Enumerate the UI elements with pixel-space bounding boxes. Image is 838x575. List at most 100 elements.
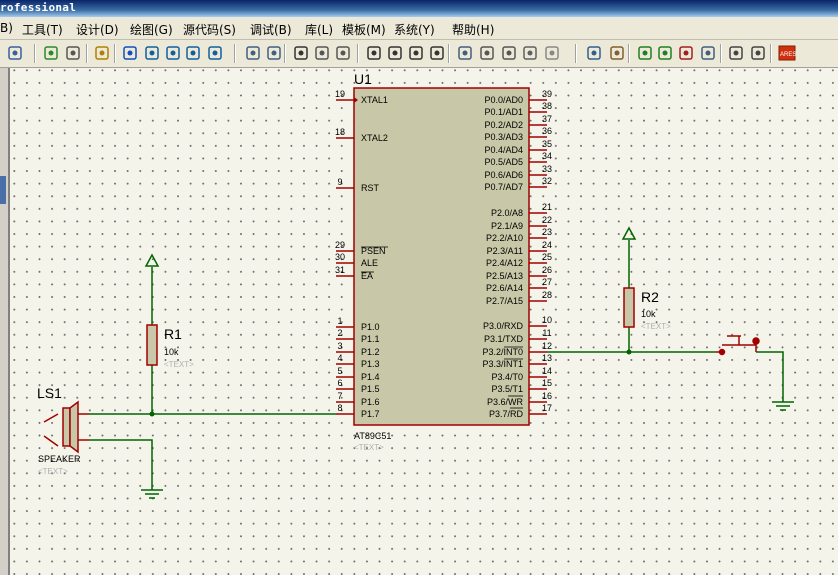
wire-autorouter-icon[interactable] [543, 44, 561, 62]
u1-pin-number: 31 [335, 265, 345, 275]
zoom-in-icon[interactable] [143, 44, 161, 62]
wire-speaker-gnd[interactable] [89, 439, 153, 490]
u1-pin-number: 35 [542, 139, 552, 149]
refresh-icon[interactable] [42, 44, 60, 62]
u1-pin-number: 12 [542, 341, 552, 351]
toolbar-separator [448, 44, 450, 63]
u1-pin-name: XTAL1 [361, 95, 388, 105]
package-tool-icon[interactable] [500, 44, 518, 62]
u1-pin-number: 24 [542, 240, 552, 250]
zoom-out-icon[interactable] [164, 44, 182, 62]
ls1-ref: LS1 [37, 385, 62, 401]
u1-pin-number: 4 [337, 353, 342, 363]
menu-item-1[interactable]: 工具(T) [22, 23, 63, 37]
u1-pin-number: 15 [542, 378, 552, 388]
new-sheet-icon[interactable] [636, 44, 654, 62]
add-sheet-icon[interactable] [656, 44, 674, 62]
block-move-icon[interactable] [386, 44, 404, 62]
block-copy-icon[interactable] [365, 44, 383, 62]
toolbar-separator [357, 44, 359, 63]
u1-pin-name: P3.1/TXD [484, 334, 524, 344]
r2-ref: R2 [641, 289, 659, 305]
ls1-part: SPEAKER [38, 454, 81, 464]
u1-pin-number: 1 [337, 316, 342, 326]
origin-icon[interactable] [93, 44, 111, 62]
menu-item-7[interactable]: 模板(M) [342, 23, 386, 37]
u1-pin-name: P3.4/T0 [491, 372, 523, 382]
make-device-icon[interactable] [478, 44, 496, 62]
u1-ref: U1 [354, 71, 372, 87]
bom-icon[interactable] [727, 44, 745, 62]
property-tool-icon[interactable] [608, 44, 626, 62]
menu-item-9[interactable]: 帮助(H) [452, 23, 495, 37]
u1-pin-name: P0.3/AD3 [484, 132, 523, 142]
ground-1[interactable] [141, 489, 163, 499]
u1-pin-name: P3.3/INT1 [482, 359, 523, 369]
u1-pin-name: P0.4/AD4 [484, 145, 523, 155]
u1-left-pins: 19XTAL118XTAL29RST29PSEN30ALE31EA1P1.02P… [335, 89, 388, 419]
paste-icon[interactable] [334, 44, 352, 62]
u1-pin-number: 38 [542, 101, 552, 111]
menu-item-2[interactable]: 设计(D) [76, 23, 119, 37]
u1-pin-number: 23 [542, 227, 552, 237]
ground-2[interactable] [772, 401, 794, 411]
u1-pin-name: P1.5 [361, 384, 380, 394]
toolbar-separator [770, 44, 772, 63]
u1-pin-name: P0.1/AD1 [484, 107, 523, 117]
r1-value: 10k [164, 347, 179, 357]
menu-item-8[interactable]: 系统(Y) [394, 23, 435, 37]
u1-pin-number: 18 [335, 127, 345, 137]
ares-icon[interactable]: ARES [778, 44, 796, 62]
zoom-area-icon[interactable] [206, 44, 224, 62]
goto-sheet-icon[interactable] [699, 44, 717, 62]
u1-pin-name: PSEN [361, 246, 386, 256]
decompose-icon[interactable] [521, 44, 539, 62]
speaker-ls1[interactable] [43, 400, 89, 454]
power-terminal-2[interactable] [621, 226, 637, 240]
u1-pin-name: P0.6/AD6 [484, 170, 523, 180]
file-icon[interactable] [6, 44, 24, 62]
menu-item-6[interactable]: 库(L) [305, 23, 334, 37]
u1-pin-number: 11 [542, 328, 551, 338]
push-button[interactable] [716, 335, 760, 356]
block-delete-icon[interactable] [428, 44, 446, 62]
zoom-all-icon[interactable] [184, 44, 202, 62]
r2-body[interactable] [623, 287, 635, 328]
u1-pin-number: 32 [542, 176, 552, 186]
u1-pin-name: P3.5/T1 [491, 384, 523, 394]
menu-item-4[interactable]: 源代码(S) [183, 23, 236, 37]
power-terminal-1[interactable] [144, 253, 160, 267]
toolbar-separator [575, 44, 577, 63]
panel-scroll-thumb[interactable] [0, 176, 6, 204]
u1-pin-name: P2.7/A15 [486, 296, 523, 306]
u1-pin-name: P3.0/RXD [483, 321, 524, 331]
menu-item-5[interactable]: 调试(B) [250, 23, 292, 37]
toolbar-separator [34, 44, 36, 63]
remove-sheet-icon[interactable] [677, 44, 695, 62]
u1-body[interactable] [353, 87, 530, 426]
copy-icon[interactable] [313, 44, 331, 62]
u1-pin-number: 36 [542, 126, 552, 136]
r1-body[interactable] [146, 324, 158, 366]
pan-icon[interactable] [121, 44, 139, 62]
r1-ref: R1 [164, 326, 182, 342]
search-tag-icon[interactable] [585, 44, 603, 62]
u1-pin-name: P0.7/AD7 [484, 182, 523, 192]
cut-icon[interactable] [292, 44, 310, 62]
u1-pin-name: P2.1/A9 [491, 221, 523, 231]
undo-icon[interactable] [244, 44, 262, 62]
wire-button-gnd[interactable] [756, 351, 784, 402]
redo-icon[interactable] [265, 44, 283, 62]
u1-pin-name: P0.0/AD0 [484, 95, 523, 105]
menu-item-3[interactable]: 绘图(G) [130, 23, 173, 37]
grid-icon[interactable] [64, 44, 82, 62]
block-rotate-icon[interactable] [407, 44, 425, 62]
u1-pin-name: XTAL2 [361, 133, 388, 143]
menu-item-0[interactable]: B) [0, 21, 13, 35]
u1-pin-number: 25 [542, 252, 552, 262]
u1-pin-number: 28 [542, 290, 552, 300]
pick-device-icon[interactable] [456, 44, 474, 62]
erc-icon[interactable] [749, 44, 767, 62]
u1-pin-number: 14 [542, 366, 552, 376]
